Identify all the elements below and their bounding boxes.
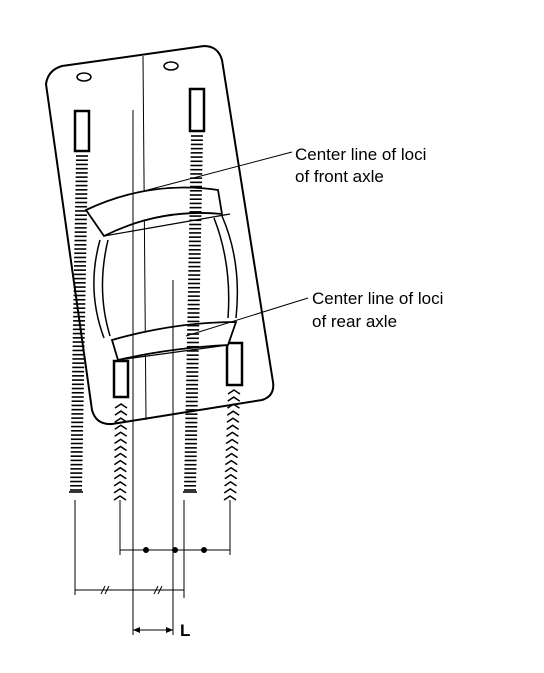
rear-axle-band [110, 321, 238, 362]
rear-right-track-mark [224, 480, 237, 487]
rear-left-track-mark [113, 488, 127, 494]
front-left-wheel [73, 109, 91, 153]
left-channel [93, 239, 105, 339]
rear-right-track-mark [226, 417, 240, 423]
rear-right-track-mark [225, 438, 239, 445]
rear-left-track-mark [114, 438, 128, 445]
mount-hole-left [76, 72, 92, 82]
rear-left-track-mark [113, 473, 127, 480]
rear-right-track-mark [225, 431, 239, 438]
rear-right-track-mark [223, 488, 237, 494]
equal-tick-icon [100, 585, 163, 595]
rear-right-track-mark [227, 389, 241, 395]
rear-left-track-mark [114, 410, 128, 416]
right-channel [221, 215, 239, 319]
rear-left-track-mark [113, 495, 127, 501]
body-center-line [142, 55, 147, 421]
tire-tracks [69, 135, 241, 501]
rear-axle-label-line1: Center line of loci [312, 289, 443, 308]
rear-left-track-mark [114, 403, 128, 409]
rear-right-track-mark [227, 403, 240, 409]
rear-left-wheel [112, 359, 130, 399]
front-axle-band [84, 186, 224, 238]
rear-left-track-mark [113, 459, 127, 466]
rear-leader-line [185, 297, 309, 337]
rear-axle-label-line2: of rear axle [312, 312, 397, 331]
rear-right-track-mark [226, 424, 240, 430]
rear-right-track-mark [227, 396, 241, 402]
rear-left-track-mark [114, 445, 127, 452]
mount-hole-right [163, 61, 179, 71]
front-right-wheel [188, 87, 206, 133]
rear-right-track-mark [225, 452, 239, 459]
arrow-right-icon [166, 627, 173, 633]
dot-icon [143, 547, 149, 553]
rear-right-track-mark [223, 495, 237, 501]
rear-right-track-mark [224, 459, 238, 466]
vehicle-body-outline [44, 44, 275, 426]
dot-icon [172, 547, 178, 553]
rear-left-track-mark [114, 431, 128, 437]
arrow-left-icon [133, 627, 140, 633]
front-leader-line [139, 151, 293, 193]
rear-right-track-mark [226, 410, 240, 416]
rear-right-track-mark [225, 445, 239, 452]
front-axle-label-line1: Center line of loci [295, 145, 426, 164]
dot-icon [201, 547, 207, 553]
front-axle-label-line2: of front axle [295, 167, 384, 186]
rear-left-track-mark [114, 424, 128, 430]
rear-left-track-mark [114, 452, 127, 459]
rear-right-wheel [225, 341, 244, 387]
rear-left-track-mark [113, 480, 127, 487]
offset-label: L [180, 621, 190, 640]
rear-left-track-mark [114, 417, 128, 423]
rear-right-track-mark [224, 473, 238, 480]
left-channel-inner [101, 239, 111, 337]
steering-link [103, 213, 231, 237]
right-channel-inner [213, 217, 230, 319]
rear-left-track-mark [113, 466, 127, 473]
rear-right-track-mark [224, 466, 238, 473]
